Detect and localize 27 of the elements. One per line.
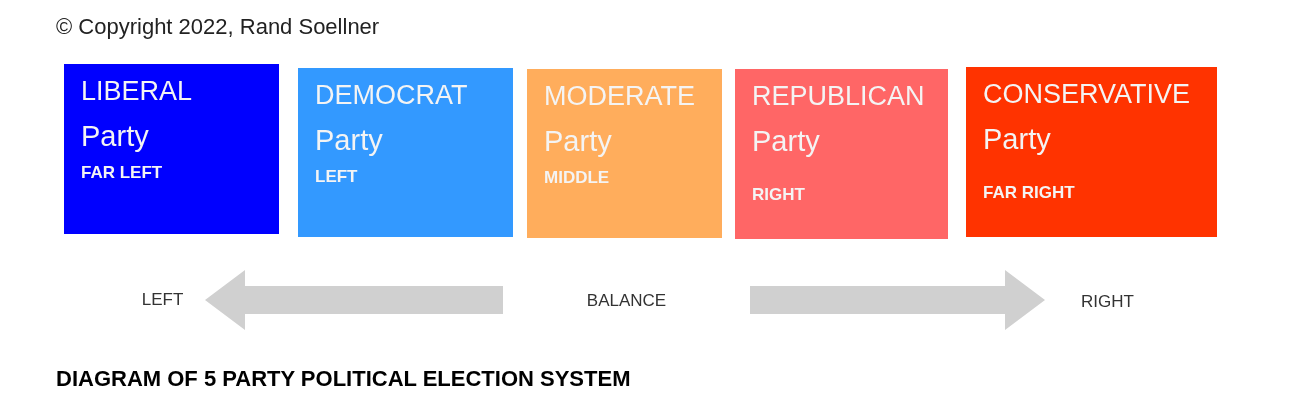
arrow	[205, 270, 503, 330]
party-name: REPUBLICAN	[752, 80, 925, 113]
party-box	[735, 69, 948, 239]
direction-label: BALANCE	[586, 290, 667, 313]
party-box	[64, 64, 279, 234]
direction-label: LEFT	[141, 289, 184, 312]
party-name: DEMOCRAT	[315, 79, 468, 112]
position-label: RIGHT	[752, 184, 805, 206]
copyright-notice: © Copyright 2022, Rand Soellner	[56, 13, 380, 41]
position-label: FAR RIGHT	[983, 182, 1075, 204]
position-label: FAR LEFT	[81, 162, 163, 184]
party-word: Party	[81, 119, 149, 154]
party-box	[527, 69, 722, 238]
party-name: LIBERAL	[81, 75, 193, 108]
direction-label: RIGHT	[1081, 291, 1134, 314]
arrow	[750, 270, 1045, 330]
position-label: MIDDLE	[544, 167, 610, 189]
party-word: Party	[315, 123, 383, 158]
caption: DIAGRAM OF 5 PARTY POLITICAL ELECTION SYSTEM	[56, 365, 631, 393]
party-name: MODERATE	[544, 80, 695, 113]
party-box	[966, 67, 1217, 237]
party-word: Party	[983, 122, 1051, 157]
party-word: Party	[544, 124, 612, 159]
party-box	[298, 68, 513, 237]
position-label: LEFT	[315, 166, 358, 188]
party-name: CONSERVATIVE	[983, 78, 1191, 111]
party-word: Party	[752, 124, 820, 159]
